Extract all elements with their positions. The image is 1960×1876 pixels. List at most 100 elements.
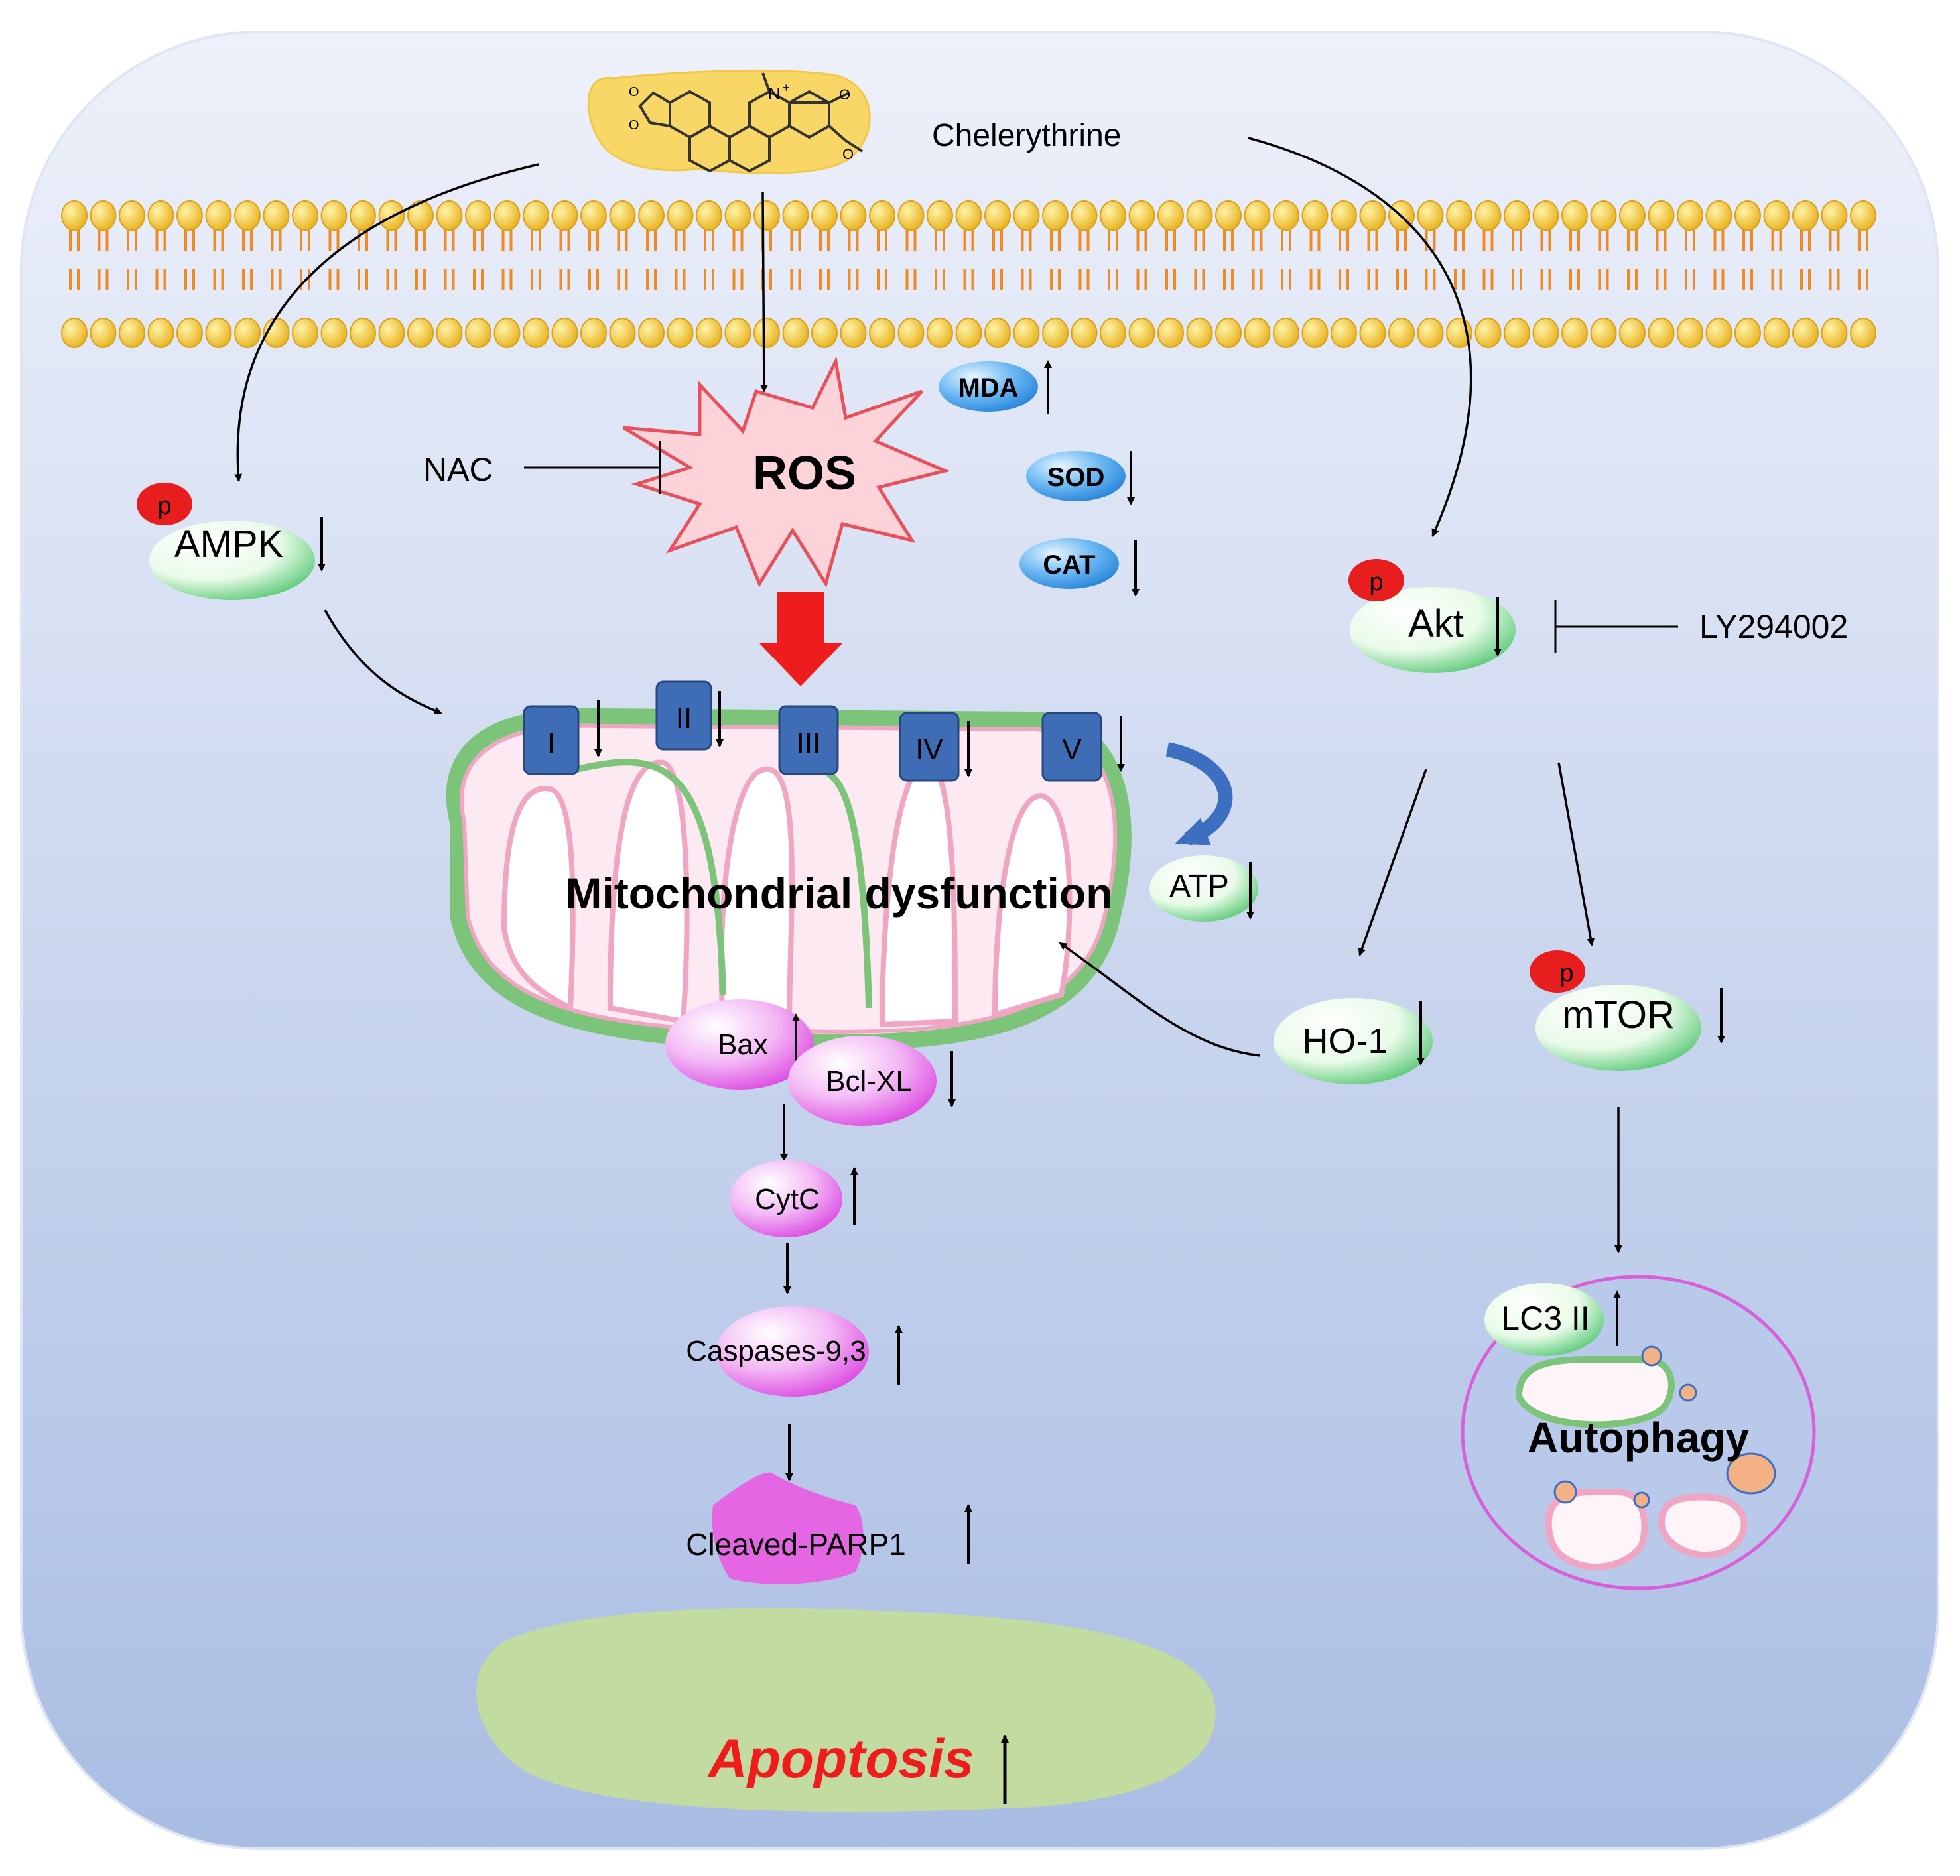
lipid-head: [1590, 200, 1617, 231]
lipid-tail: [1598, 229, 1609, 290]
lipid-tail: [675, 229, 686, 290]
node-bax: Bax: [665, 999, 814, 1090]
lipid-tail: [242, 229, 253, 290]
lipid-head: [1157, 318, 1184, 348]
lipid-tail: [213, 229, 224, 290]
lipid-head: [955, 200, 982, 231]
lipid-head: [1013, 200, 1040, 231]
autophagy-label: Autophagy: [1528, 1414, 1750, 1462]
complex-III: III: [778, 705, 839, 775]
lipid-head: [292, 200, 318, 231]
svg-text:O: O: [842, 146, 854, 162]
lipid-head: [234, 318, 261, 348]
lipid-head: [407, 200, 434, 231]
lipid-head: [1215, 200, 1242, 231]
complex-label: III: [797, 727, 821, 759]
sod-label: SOD: [1047, 463, 1105, 492]
curved-arrow-icon: [1165, 742, 1233, 846]
lipid-head: [523, 200, 549, 231]
lipid-tail: [1713, 229, 1725, 290]
lipid-head: [205, 200, 232, 231]
apoptosis-label: Apoptosis: [707, 1729, 974, 1789]
lipid-tail: [155, 229, 166, 290]
lipid-head: [1301, 200, 1329, 231]
lipid-tail: [963, 229, 974, 290]
lipid-head: [1417, 318, 1444, 348]
lipid-head: [1042, 318, 1069, 348]
marker-mda: MDA: [939, 360, 1052, 414]
caspases-label: Caspases-9,3: [686, 1335, 866, 1367]
chelerythrine-label: Chelerythrine: [932, 118, 1121, 153]
svg-text:O: O: [629, 118, 639, 133]
lipid-head: [1677, 318, 1703, 348]
lipid-head: [984, 200, 1011, 231]
lipid-head: [1100, 200, 1126, 231]
lipid-tail: [444, 229, 455, 290]
lipid-head: [436, 200, 463, 231]
lipid-head: [1244, 318, 1271, 348]
lipid-tail: [1800, 229, 1811, 290]
lipid-head: [1186, 318, 1213, 348]
ampk-label: AMPK: [174, 523, 284, 566]
lipid-tail: [386, 229, 397, 290]
node-parp: Cleaved-PARP1: [686, 1472, 972, 1584]
lipid-tail: [819, 229, 830, 290]
lipid-head: [292, 318, 318, 348]
lipid-head: [350, 200, 376, 231]
lipid-head: [1705, 200, 1732, 231]
lipid-tail: [1367, 229, 1378, 290]
lipid-tail: [1339, 229, 1349, 290]
lipid-head: [1071, 318, 1098, 348]
svg-text:N: N: [768, 84, 781, 103]
lipid-head: [176, 200, 203, 231]
complex-label: IV: [915, 733, 943, 766]
lipid-tail: [1396, 229, 1407, 290]
chelerythrine-molecule: N + O O O O: [587, 69, 871, 174]
lipid-tail: [559, 229, 570, 290]
lipid-head: [1763, 318, 1790, 348]
ly294002-label: LY294002: [1699, 608, 1848, 645]
lipid-head: [1821, 318, 1848, 348]
lipid-head: [927, 318, 953, 348]
complex-label: V: [1062, 733, 1082, 766]
lipid-tail: [588, 229, 599, 290]
lipid-head: [1504, 200, 1530, 231]
lipid-tail: [1078, 229, 1090, 290]
lipid-tail: [877, 229, 887, 290]
lipid-head: [1071, 200, 1098, 231]
lipid-head: [869, 318, 895, 348]
lipid-head: [1388, 318, 1415, 348]
lipid-head: [927, 200, 953, 231]
drug-arrows: [234, 137, 1472, 537]
node-akt: p Akt: [1348, 559, 1516, 673]
lipid-head: [1273, 318, 1299, 348]
apoptosis-region: Apoptosis: [476, 1607, 1216, 1812]
node-cytc: CytC: [730, 1160, 858, 1237]
lipid-head: [350, 318, 376, 348]
lipid-head: [523, 318, 549, 348]
lipid-head: [580, 318, 607, 348]
svg-text:+: +: [783, 81, 790, 94]
lipid-tail: [935, 229, 945, 290]
lipid-head: [897, 200, 925, 231]
lipid-tail: [1569, 229, 1580, 290]
lipid-head: [551, 318, 578, 348]
cell-membrane: [61, 200, 1876, 348]
akt-label: Akt: [1408, 602, 1464, 645]
arrow-ho1-to-mito: [1059, 942, 1261, 1057]
lipid-head: [1417, 200, 1444, 231]
lipid-head: [263, 200, 290, 231]
lipid-tail: [415, 229, 426, 290]
lipid-head: [811, 318, 838, 348]
node-ampk: p AMPK: [137, 483, 326, 600]
lipid-head: [1532, 318, 1559, 348]
akt-branch-arrows: [1059, 762, 1622, 1253]
lipid-head: [234, 200, 261, 231]
lipid-tail: [1627, 229, 1638, 290]
phospho-label: p: [157, 492, 171, 520]
lipid-head: [638, 318, 665, 348]
mtor-label: mTOR: [1562, 993, 1675, 1036]
parp-label: Cleaved-PARP1: [686, 1527, 906, 1562]
lipid-head: [869, 200, 895, 231]
complex-I: I: [523, 700, 602, 775]
